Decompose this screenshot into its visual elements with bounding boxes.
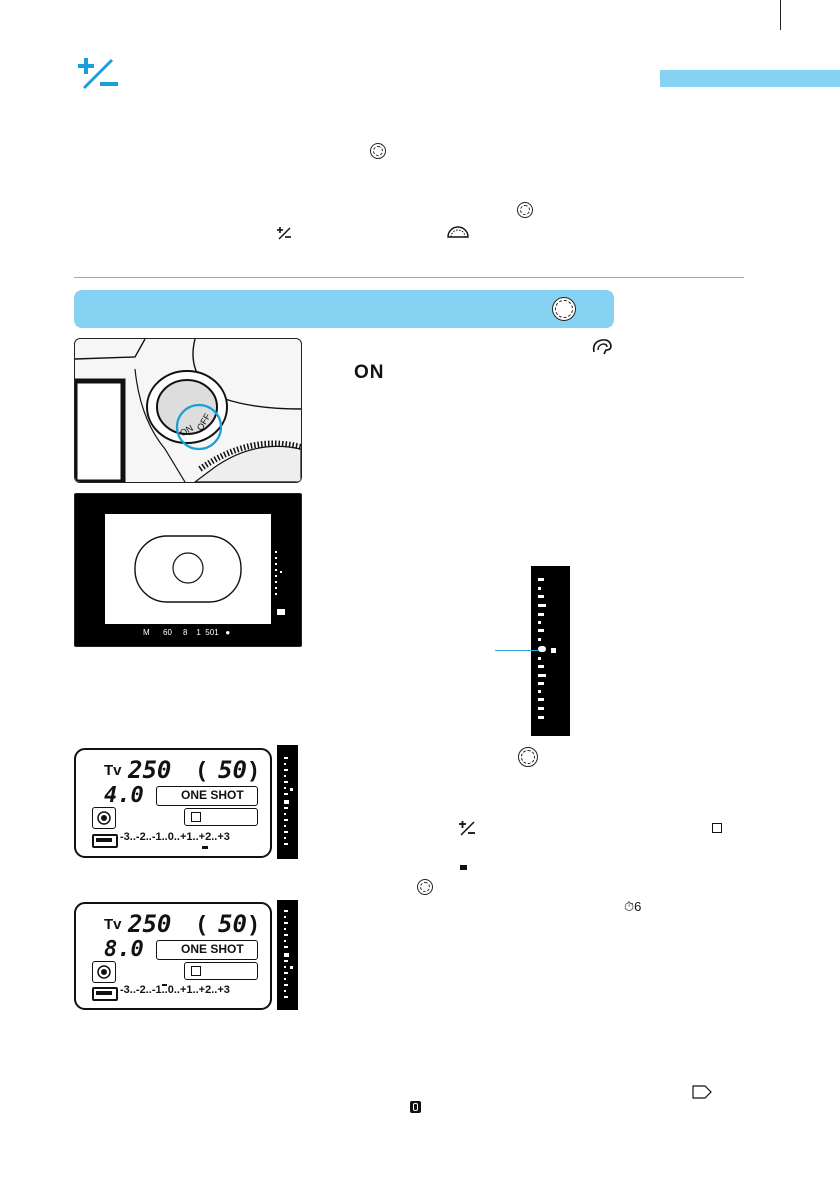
section-banner [74,290,614,328]
lcd-aperture: 4.0 [104,783,144,808]
lcd-shots-bracket-close: ) [250,757,258,782]
quick-control-dial-icon [518,747,538,767]
quick-control-dial-icon [417,879,433,895]
battery-icon [92,987,118,1001]
lcd-af-mode: ONE SHOT [181,788,244,802]
readout-mode: M [143,628,150,637]
main-dial-icon [446,224,470,243]
lcd-aperture: 8.0 [104,937,144,962]
lcd-mode: Tv [104,762,122,779]
exposure-compensation-icon [276,226,292,245]
lcd-scale-marker [202,846,208,849]
lcd-drive-box [184,962,258,980]
quick-control-dial-icon [552,297,576,321]
viewfinder-readout: M 60 8 1 501 ● [143,628,230,637]
callout-line [495,650,539,651]
readout-aperture: 8 [183,628,188,637]
readout-comp: 1 [196,628,201,637]
lcd-shots-bracket-open: ( [198,757,206,782]
timer-glyph: ⏱ [624,899,635,914]
page-edge-rule [780,0,781,30]
single-frame-icon [712,823,722,833]
lcd-metering-icon [92,961,116,983]
lcd-af-mode-box: ONE SHOT [156,786,258,806]
lcd-af-mode-box: ONE SHOT [156,940,258,960]
battery-icon [92,834,118,848]
lcd-shutter: 250 [128,756,172,784]
section-tab [660,70,840,87]
lcd-mode: Tv [104,916,122,933]
lcd-panel-2: Tv 250 ( 50 ) 8.0 ONE SHOT -3..-2..-1..0… [74,902,272,1010]
viewfinder-scale-strip-1 [277,745,298,859]
page-reference-icon [692,1085,712,1104]
lcd-af-mode: ONE SHOT [181,942,244,956]
viewfinder-display: M 60 8 1 501 ● [74,493,302,647]
exposure-compensation-icon [458,820,476,841]
exposure-level-scale-enlarged [531,566,570,736]
single-frame-icon [191,812,201,822]
lcd-panel-1: Tv 250 ( 50 ) 4.0 ONE SHOT -3..-2..-1..0… [74,748,272,858]
lcd-shutter: 250 [128,910,172,938]
lcd-shots: 50 [218,756,247,784]
single-frame-icon [191,966,201,976]
switch-on-label: ON [354,362,385,383]
section-separator [74,277,744,278]
lcd-scale-marker [162,984,167,986]
readout-focus-dot: ● [225,628,231,637]
filled-square-icon [460,865,467,870]
quick-control-dial-icon [370,143,386,159]
lcd-shots-bracket-open: ( [198,911,206,936]
shutter-button-finger-icon [590,336,614,361]
exposure-compensation-title-icon [76,56,120,96]
lcd-drive-box [184,808,258,826]
lcd-shots: 50 [218,910,247,938]
lcd-scale: -3..-2..-1..0..+1..+2..+3 [120,984,230,996]
viewfinder-scale-strip-2 [277,900,298,1010]
timer-value: 6 [634,899,642,914]
lcd-scale: -3..-2..-1..0..+1..+2..+3 [120,831,230,843]
quick-control-dial-icon [517,202,533,218]
readout-count: 501 [205,628,219,637]
readout-shutter: 60 [163,628,172,637]
timer-icon: ⏱6 [624,899,641,915]
power-switch-photo: ON OFF [74,338,302,483]
lcd-shots-bracket-close: ) [250,911,258,936]
lcd-metering-icon [92,807,116,829]
zero-compensation-icon [410,1101,421,1113]
